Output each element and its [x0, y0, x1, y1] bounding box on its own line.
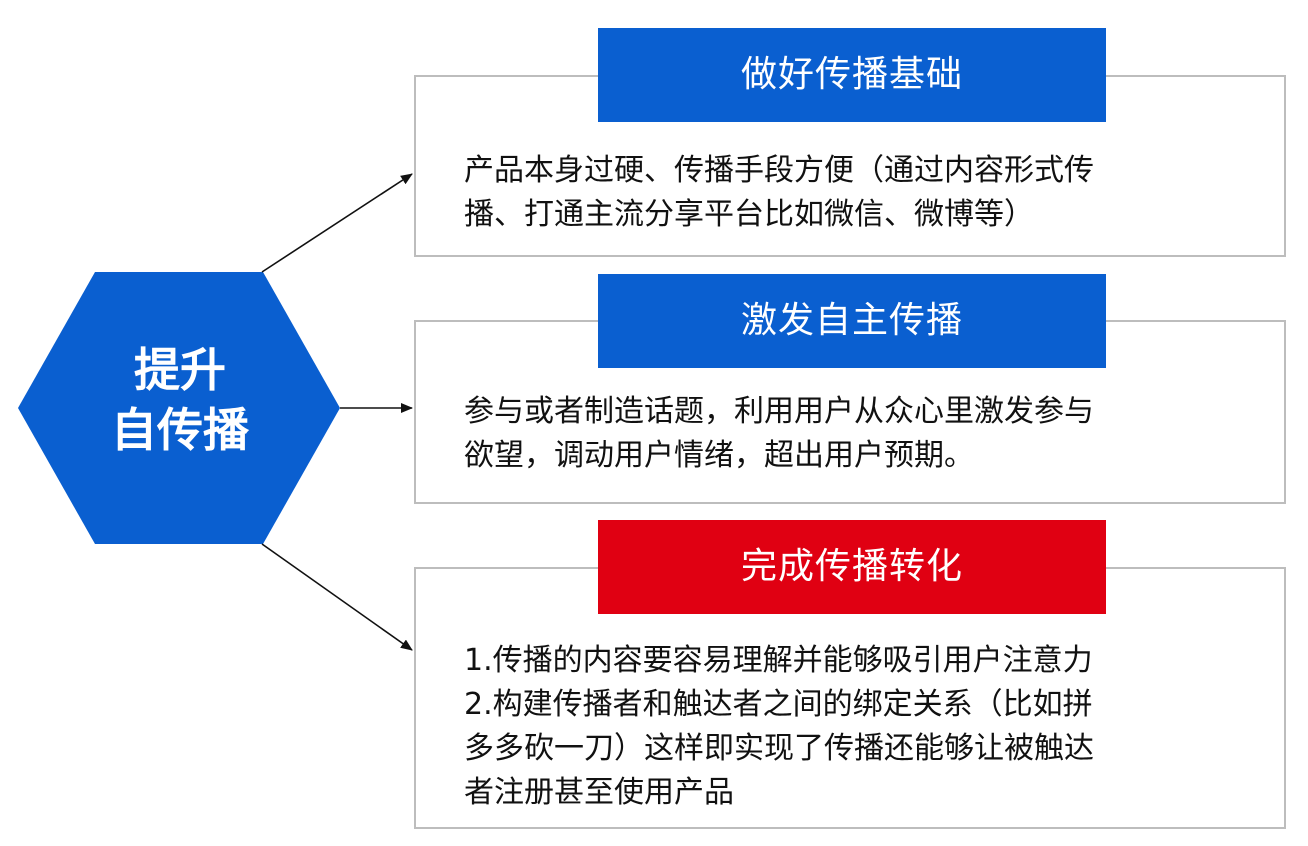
stimulate-body: 参与或者制造话题，利用用户从众心里激发参与 欲望，调动用户情绪，超出用户预期。 [464, 394, 1094, 473]
center-hexagon [18, 272, 340, 544]
foundation-box: 产品本身过硬、传播手段方便（通过内容形式传 播、打通主流分享平台比如微信、微博等… [414, 75, 1286, 257]
stimulate-header: 激发自主传播 [598, 274, 1106, 368]
foundation-body: 产品本身过硬、传播手段方便（通过内容形式传 播、打通主流分享平台比如微信、微博等… [464, 153, 1094, 232]
center-label-line2: 自传播 [111, 403, 249, 457]
center-label: 提升 自传播 [60, 340, 300, 460]
conversion-body: 1.传播的内容要容易理解并能够吸引用户注意力 2.构建传播者和触达者之间的绑定关… [464, 643, 1094, 810]
center-label-line1: 提升 [134, 343, 226, 397]
foundation-header: 做好传播基础 [598, 28, 1106, 122]
arrow-to-conversion [261, 543, 413, 651]
conversion-header: 完成传播转化 [598, 520, 1106, 614]
arrow-to-foundation [261, 173, 413, 273]
